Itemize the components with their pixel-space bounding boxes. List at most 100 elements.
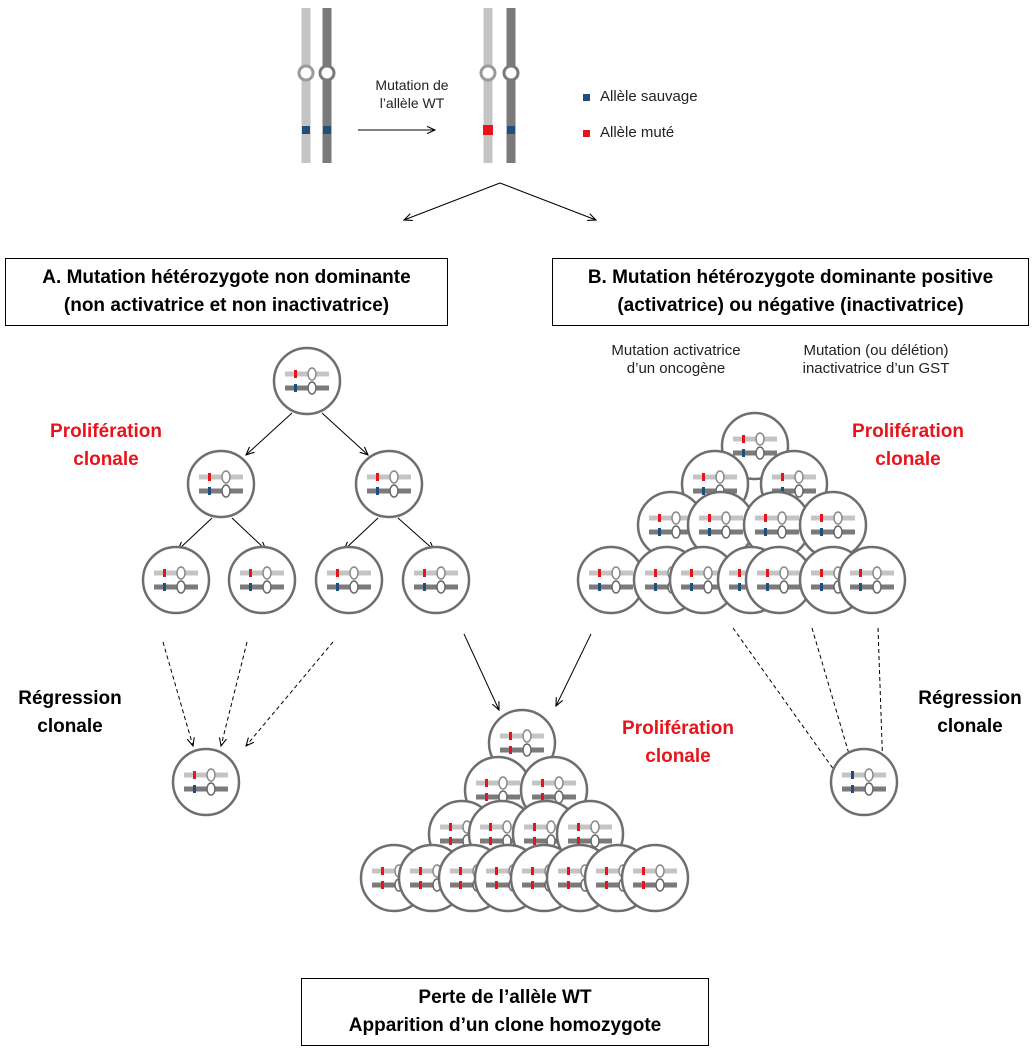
allele-marker: [509, 746, 512, 754]
allele-wild-marker: [323, 126, 331, 134]
allele-marker: [859, 583, 862, 591]
cell: [686, 490, 756, 560]
allele-marker: [459, 881, 462, 889]
allele-marker: [820, 583, 823, 591]
allele-marker: [541, 779, 544, 787]
allele-marker: [423, 569, 426, 577]
allele-marker: [419, 881, 422, 889]
allele-marker: [742, 435, 745, 443]
arrow-label: Mutation de l’allèle WT: [375, 77, 449, 111]
allele-marker: [738, 583, 741, 591]
allele-marker: [459, 867, 462, 875]
allele-marker: [702, 487, 705, 495]
allele-marker: [577, 823, 580, 831]
fork-arrow-left: [404, 182, 501, 220]
allele-marker: [489, 823, 492, 831]
allele-marker: [533, 823, 536, 831]
allele-marker: [449, 837, 452, 845]
allele-marker: [742, 449, 745, 457]
allele-marker: [605, 867, 608, 875]
allele-marker: [163, 569, 166, 577]
allele-marker: [193, 771, 196, 779]
cell: [829, 747, 899, 817]
allele-wild-marker: [507, 126, 515, 134]
allele-marker: [820, 514, 823, 522]
allele-marker: [766, 583, 769, 591]
legend-wild: Allèle sauvage: [583, 88, 698, 105]
allele-marker: [598, 583, 601, 591]
allele-marker: [531, 881, 534, 889]
allele-marker: [859, 569, 862, 577]
allele-marker: [336, 583, 339, 591]
allele-marker: [208, 473, 211, 481]
allele-marker: [658, 514, 661, 522]
box-bottom: Perte de l’allèle WT Apparition d’un clo…: [301, 978, 709, 1046]
allele-marker: [495, 867, 498, 875]
cell: [272, 346, 342, 416]
allele-marker: [294, 384, 297, 392]
sub-label-gst: Mutation (ou délétion) inactivatrice d’u…: [802, 342, 950, 377]
cell: [401, 545, 471, 615]
allele-marker: [163, 583, 166, 591]
regression-label-left: Régression clonale: [18, 688, 122, 737]
allele-marker: [533, 837, 536, 845]
allele-marker: [208, 487, 211, 495]
allele-marker: [642, 881, 645, 889]
allele-marker: [642, 867, 645, 875]
allele-marker: [567, 881, 570, 889]
regression-label-right: Régression clonale: [918, 688, 1022, 737]
cell: [186, 449, 256, 519]
allele-marker: [376, 487, 379, 495]
allele-marker: [567, 867, 570, 875]
regression-arrows: [162, 627, 883, 784]
allele-marker: [598, 569, 601, 577]
allele-marker: [781, 473, 784, 481]
allele-marker: [708, 528, 711, 536]
allele-marker: [820, 528, 823, 536]
chromosome-pair-wildtype: [297, 8, 336, 163]
allele-marker: [376, 473, 379, 481]
allele-marker: [738, 569, 741, 577]
allele-marker: [381, 881, 384, 889]
allele-marker: [605, 881, 608, 889]
allele-mutant-marker: [483, 125, 493, 135]
allele-marker: [485, 779, 488, 787]
allele-marker: [654, 569, 657, 577]
allele-marker: [764, 528, 767, 536]
allele-marker: [336, 569, 339, 577]
box-b: B. Mutation hétérozygote dominante posit…: [552, 258, 1029, 326]
allele-marker: [449, 823, 452, 831]
chromosome-pair-mutated: [479, 8, 520, 163]
allele-marker: [708, 514, 711, 522]
proliferation-label-c: Prolifération clonale: [622, 718, 734, 767]
cell: [620, 843, 690, 913]
arrow-to-clone-right: [556, 633, 592, 706]
legend-mutant: Allèle muté: [583, 124, 674, 141]
cell: [354, 449, 424, 519]
allele-marker: [702, 473, 705, 481]
allele-marker: [820, 569, 823, 577]
allele-marker: [658, 528, 661, 536]
allele-marker: [423, 583, 426, 591]
allele-marker: [419, 867, 422, 875]
allele-marker: [249, 583, 252, 591]
allele-marker: [249, 569, 252, 577]
allele-marker: [781, 487, 784, 495]
cell: [576, 545, 646, 615]
sub-label-oncogene: Mutation activatrice d’un oncogène: [611, 342, 741, 377]
allele-marker: [541, 793, 544, 801]
cell: [227, 545, 297, 615]
allele-wild-marker: [302, 126, 310, 134]
allele-marker: [489, 837, 492, 845]
allele-marker: [766, 569, 769, 577]
allele-marker: [495, 881, 498, 889]
allele-marker: [294, 370, 297, 378]
box-a: A. Mutation hétérozygote non dominante (…: [5, 258, 448, 326]
cell: [314, 545, 384, 615]
allele-marker: [381, 867, 384, 875]
allele-marker: [509, 732, 512, 740]
allele-marker: [193, 785, 196, 793]
tree-arrows: [178, 412, 434, 550]
allele-marker: [690, 583, 693, 591]
